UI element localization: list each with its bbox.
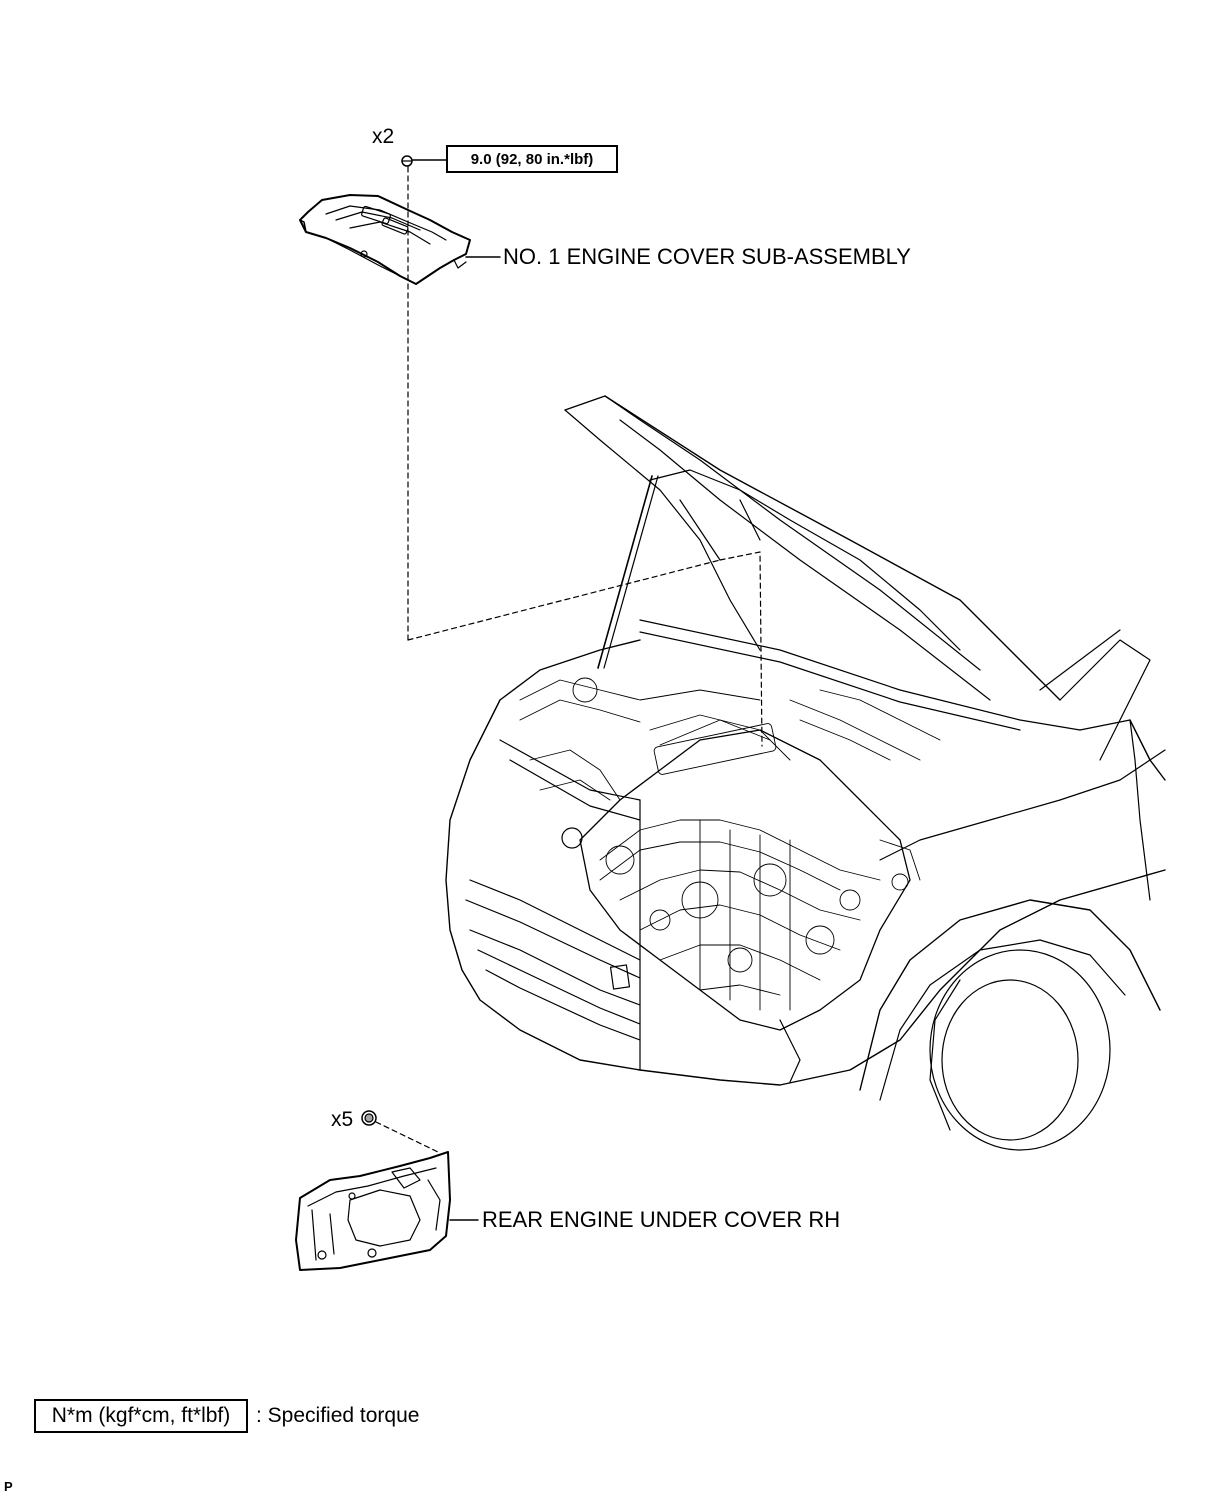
engine-cover-label: NO. 1 ENGINE COVER SUB-ASSEMBLY [503, 244, 911, 269]
under-cover-drawing [295, 1151, 451, 1271]
corner-mark: P [4, 1479, 13, 1494]
engine-cover-drawing [299, 194, 471, 285]
legend-unit-text: N*m (kgf*cm, ft*lbf) [51, 1404, 231, 1427]
clip-quantity-label: x5 [331, 1108, 354, 1131]
under-cover-label: REAR ENGINE UNDER COVER RH [482, 1207, 841, 1232]
torque-spec-box: 9.0 (92, 80 in.*lbf) [446, 145, 618, 173]
cover-projection-dashed-line [407, 551, 763, 747]
legend-unit-box: N*m (kgf*cm, ft*lbf) [34, 1399, 248, 1433]
torque-spec-value: 9.0 (92, 80 in.*lbf) [470, 150, 594, 168]
clip-icon [361, 1110, 377, 1126]
vehicle-front-drawing [445, 395, 1166, 1151]
clip-dashed-leader [375, 1121, 439, 1153]
bolt-icon [401, 155, 413, 167]
bolt-quantity-label: x2 [372, 125, 395, 148]
legend-description: : Specified torque [256, 1404, 420, 1427]
engine-assembly-drawing [519, 677, 941, 1031]
